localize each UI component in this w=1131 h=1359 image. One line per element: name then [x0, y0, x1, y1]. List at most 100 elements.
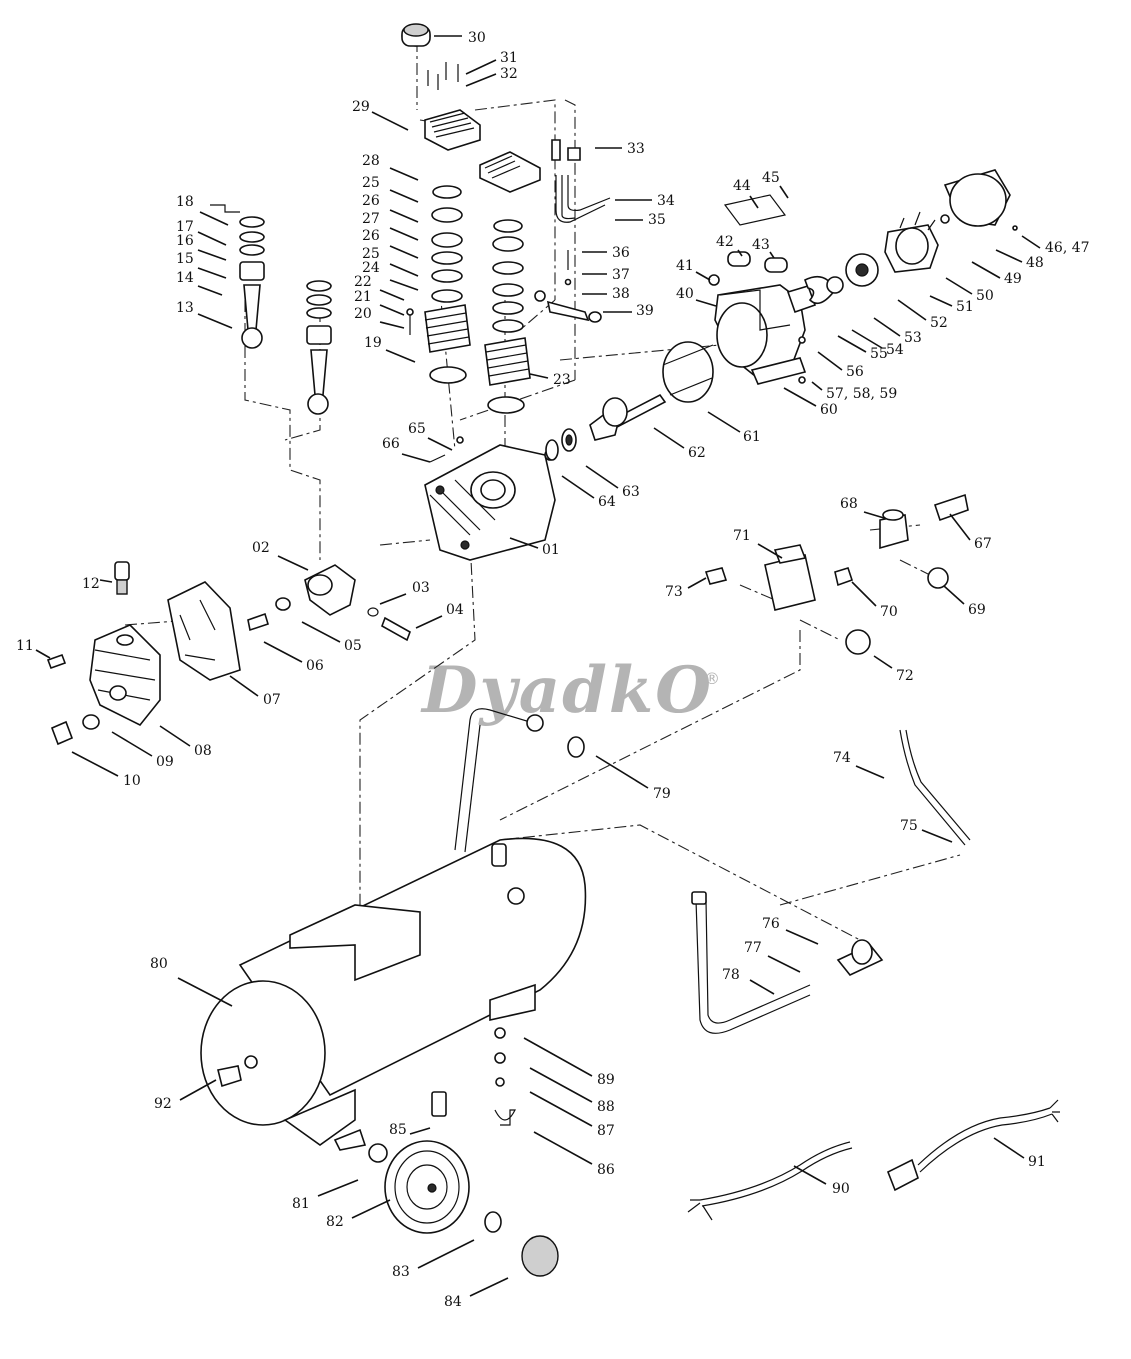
- leader-line: [873, 655, 893, 669]
- part-number-label: 90: [832, 1181, 850, 1197]
- leader-line: [379, 289, 405, 301]
- leader-line: [529, 1091, 593, 1127]
- leader-line: [389, 227, 419, 241]
- leader-line: [427, 437, 453, 451]
- part-number-label: 27: [362, 211, 380, 227]
- part-number-label: 65: [408, 421, 426, 437]
- leader-line: [199, 211, 229, 226]
- leader-line: [465, 73, 497, 87]
- part-number-label: 41: [676, 258, 694, 274]
- part-number-label: 34: [657, 193, 675, 209]
- leader-line: [811, 381, 823, 391]
- part-number-label: 61: [743, 429, 761, 445]
- leader-line: [533, 1131, 593, 1165]
- leader-line: [529, 1067, 593, 1103]
- leader-line: [35, 649, 51, 659]
- part-number-label: 55: [870, 346, 888, 362]
- leader-line: [389, 189, 419, 203]
- leader-line: [389, 167, 419, 181]
- leader-line: [379, 593, 407, 605]
- leader-line: [585, 465, 619, 489]
- leader-line: [417, 1239, 475, 1269]
- leader-line: [793, 1165, 827, 1185]
- part-number-label: 26: [362, 193, 380, 209]
- leader-line: [179, 1079, 217, 1101]
- part-number-label: 40: [676, 286, 694, 302]
- leader-line: [855, 765, 885, 779]
- part-number-label: 44: [733, 178, 751, 194]
- leader-line: [929, 295, 953, 307]
- part-number-label: 64: [598, 494, 616, 510]
- part-number-label: 18: [176, 194, 194, 210]
- leader-line: [469, 1277, 509, 1297]
- part-number-label: 23: [553, 372, 571, 388]
- part-number-label: 49: [1004, 271, 1022, 287]
- head-assembly: [401, 23, 541, 414]
- part-number-label: 53: [904, 330, 922, 346]
- leader-lines: [35, 35, 1041, 1297]
- watermark-registered-mark: ®: [704, 669, 720, 688]
- leader-line: [707, 411, 741, 433]
- part-number-label: 42: [716, 234, 734, 250]
- part-number-label: 71: [733, 528, 751, 544]
- part-number-label: 02: [252, 540, 270, 556]
- part-number-label: 28: [362, 153, 380, 169]
- leader-line: [921, 829, 953, 843]
- leader-line: [851, 329, 883, 349]
- leader-line: [301, 621, 341, 643]
- part-number-label: 22: [354, 274, 372, 290]
- part-number-label: 83: [392, 1264, 410, 1280]
- part-number-label: 43: [752, 237, 770, 253]
- leader-line: [561, 475, 595, 499]
- part-number-label: 20: [354, 306, 372, 322]
- leader-line: [351, 1199, 391, 1219]
- part-number-label: 77: [744, 940, 762, 956]
- part-number-label: 54: [886, 342, 904, 358]
- leader-line: [229, 675, 259, 697]
- leader-line: [949, 513, 971, 541]
- leader-line: [277, 555, 309, 571]
- leader-line: [945, 277, 973, 295]
- leader-line: [757, 543, 783, 559]
- part-number-label: 10: [123, 773, 141, 789]
- air-tank: [200, 708, 587, 1151]
- part-number-label: 51: [956, 299, 974, 315]
- part-number-label: 05: [344, 638, 362, 654]
- leader-line: [197, 285, 223, 296]
- leader-line: [465, 59, 497, 75]
- part-number-label: 25: [362, 246, 380, 262]
- part-number-label: 38: [612, 286, 630, 302]
- part-number-label: 09: [156, 754, 174, 770]
- leader-line: [389, 209, 419, 223]
- leader-line: [783, 387, 817, 407]
- leader-line: [943, 585, 965, 605]
- part-number-label: 32: [500, 66, 518, 82]
- part-number-label: 26: [362, 228, 380, 244]
- part-number-label: 13: [176, 300, 194, 316]
- part-number-label: 67: [974, 536, 992, 552]
- part-number-label: 87: [597, 1123, 615, 1139]
- part-number-label: 86: [597, 1162, 615, 1178]
- part-number-label: 76: [762, 916, 780, 932]
- leader-line: [769, 251, 775, 259]
- leader-line: [197, 267, 227, 279]
- part-number-label: 11: [16, 638, 34, 654]
- part-number-label: 62: [688, 445, 706, 461]
- part-number-label: 14: [176, 270, 194, 286]
- part-number-label: 16: [176, 233, 194, 249]
- part-number-label: 25: [362, 175, 380, 191]
- leader-line: [995, 249, 1023, 263]
- part-number-label: 46, 47: [1045, 240, 1090, 256]
- part-number-label: 89: [597, 1072, 615, 1088]
- part-number-label: 50: [976, 288, 994, 304]
- leader-line: [379, 304, 405, 316]
- leader-line: [737, 249, 743, 257]
- part-number-label: 30: [468, 30, 486, 46]
- leader-line: [873, 317, 901, 337]
- part-number-label: 78: [722, 967, 740, 983]
- leader-line: [523, 1037, 593, 1077]
- leader-line: [159, 725, 191, 747]
- part-number-label: 06: [306, 658, 324, 674]
- part-number-label: 12: [82, 576, 100, 592]
- part-number-label: 17: [176, 219, 194, 235]
